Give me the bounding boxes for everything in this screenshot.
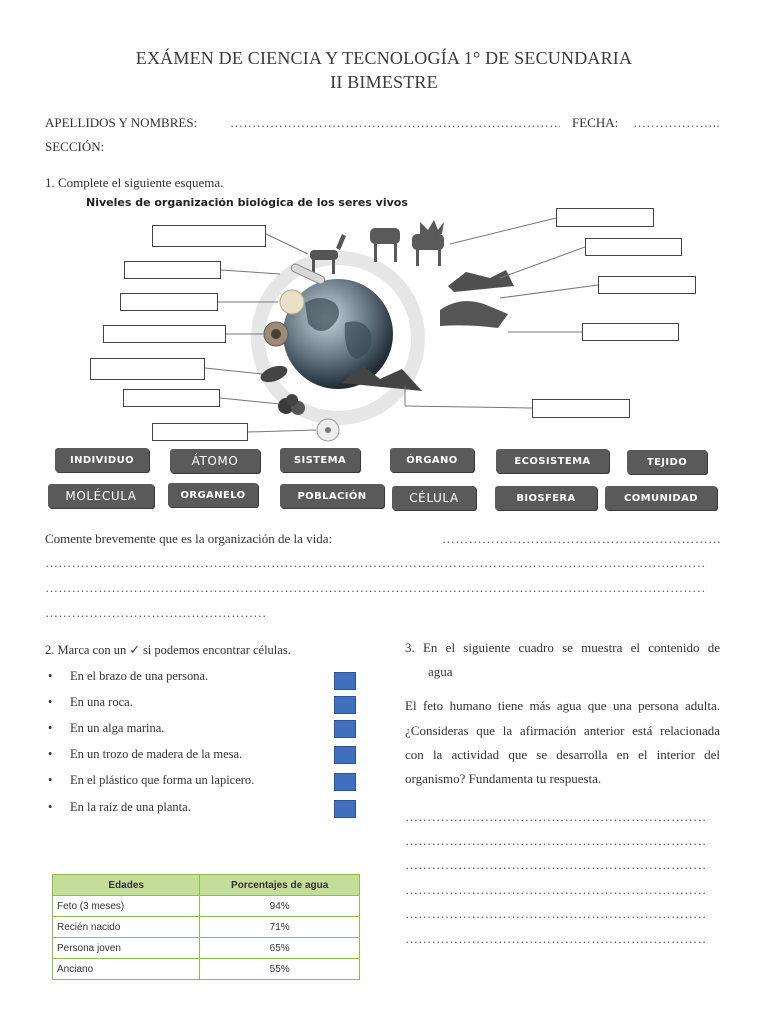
checkbox-3[interactable] [334,720,356,738]
answer-box-right-5[interactable] [532,399,630,418]
chip-sistema[interactable]: SISTEMA [280,448,360,472]
chip-comunidad[interactable]: COMUNIDAD [605,486,717,510]
table-row: Feto (3 meses) 94% [51,895,360,917]
table-row: Anciano 55% [51,958,360,980]
chip-molecula[interactable]: MOLÉCULA [48,484,154,508]
answer-box-right-1[interactable] [556,208,654,227]
question-3-paragraph-2: ¿Consideras que la afirmación anterior e… [405,723,720,738]
chip-tejido[interactable]: TEJIDO [627,450,707,474]
section-label: SECCIÓN: [45,139,105,154]
answer-line-4[interactable]: ………………………………………………………………… [405,882,708,897]
answer-line-3[interactable]: ………………………………………………………………… [405,857,708,872]
question-2-prompt: 2. Marca con un ✓ si podemos encontrar c… [45,643,291,657]
comment-line-1[interactable]: ………………………………………………………… [442,531,720,546]
answer-box-right-4[interactable] [582,323,679,341]
chip-celula[interactable]: CÉLULA [392,486,476,510]
table-row: Recién nacido 71% [51,916,360,938]
diagram-artwork [204,217,599,442]
chip-atomo[interactable]: ÁTOMO [170,449,260,473]
answer-box-left-5[interactable] [90,358,205,380]
table-row: Persona joven 65% [51,937,360,959]
question-3-prompt: 3. En el siguiente cuadro se muestra el … [405,640,720,655]
answer-line-5[interactable]: ………………………………………………………………… [405,906,708,921]
organization-levels-diagram: Niveles de organización biológica de los… [80,198,720,448]
answer-box-left-1[interactable] [152,225,266,247]
row-percentage: 71% [199,916,360,938]
answer-box-right-3[interactable] [598,276,696,294]
row-age: Feto (3 meses) [51,895,201,917]
cell-option-3: •En un alga marina. [48,721,165,735]
header-porcentajes: Porcentajes de agua [199,874,360,896]
answer-line-2[interactable]: ………………………………………………………………… [405,833,708,848]
checkbox-2[interactable] [334,696,356,714]
chip-ecosistema[interactable]: ECOSISTEMA [496,449,609,473]
answer-box-left-7[interactable] [152,423,248,441]
diagram-title: Niveles de organización biológica de los… [86,198,408,209]
row-age: Persona joven [51,937,201,959]
answer-line-1[interactable]: ………………………………………………………………… [405,809,708,824]
cell-option-6: •En la raíz de una planta. [48,800,191,814]
row-percentage: 55% [199,958,360,980]
checkbox-1[interactable] [334,672,356,690]
deer-silhouette [310,234,346,274]
answer-box-left-3[interactable] [120,293,218,311]
question-3-paragraph-4: organismo? Fundamenta tu respuesta. [405,771,602,786]
checkbox-6[interactable] [334,800,356,818]
header-edades: Edades [51,874,201,896]
comment-line-4[interactable]: …………………………………………… [45,605,267,620]
chip-organo[interactable]: ÓRGANO [390,448,474,472]
table-header-row: Edades Porcentajes de agua [51,874,360,896]
answer-box-left-6[interactable] [123,389,220,407]
comment-line-2[interactable]: …………………………………………………………………………………………………………… [45,555,707,570]
question-1-prompt: 1. Complete el siguiente esquema. [45,175,224,190]
cycle-ring [251,251,425,425]
comment-prompt: Comente brevemente que es la organizació… [45,531,333,546]
chip-biosfera[interactable]: BIOSFERA [495,486,597,510]
bone-icon [290,263,326,285]
chip-individuo[interactable]: INDIVIDUO [55,448,149,472]
cell-option-2: •En una roca. [48,695,133,709]
date-field[interactable]: ……………….. [633,115,720,130]
name-label: APELLIDOS Y NOMBRES: [45,115,198,130]
cell-option-4: •En un trozo de madera de la mesa. [48,747,243,761]
name-field[interactable]: …………………………………………………………………… [230,115,560,130]
answer-box-right-2[interactable] [585,238,682,256]
cell-option-1: •En el brazo de una persona. [48,669,209,683]
water-content-table: Edades Porcentajes de agua Feto (3 meses… [51,874,360,980]
chip-organelo[interactable]: ORGANELO [168,483,258,507]
row-percentage: 65% [199,937,360,959]
comment-line-3[interactable]: …………………………………………………………………………………………………………… [45,580,707,595]
exam-title: EXÁMEN DE CIENCIA Y TECNOLOGÍA 1° DE SEC… [135,48,633,68]
row-age: Anciano [51,958,201,980]
question-3-paragraph-3: con la actividad que se desarrolla en el… [405,747,720,762]
question-3-prompt-cont: agua [428,664,453,679]
cell-option-5: •En el plástico que forma un lapicero. [48,773,255,787]
answer-line-6[interactable]: ………………………………………………………………… [405,931,708,946]
moose-herd [370,220,444,266]
exam-subtitle: II BIMESTRE [330,72,438,92]
answer-box-left-4[interactable] [103,325,226,343]
chip-poblacion[interactable]: POBLACIÓN [280,484,384,508]
row-percentage: 94% [199,895,360,917]
question-3-paragraph-1: El feto humano tiene más agua que una pe… [405,698,720,713]
date-label: FECHA: [572,115,619,130]
checkbox-4[interactable] [334,746,356,764]
checkbox-5[interactable] [334,773,356,791]
answer-box-left-2[interactable] [124,261,221,279]
row-age: Recién nacido [51,916,201,938]
